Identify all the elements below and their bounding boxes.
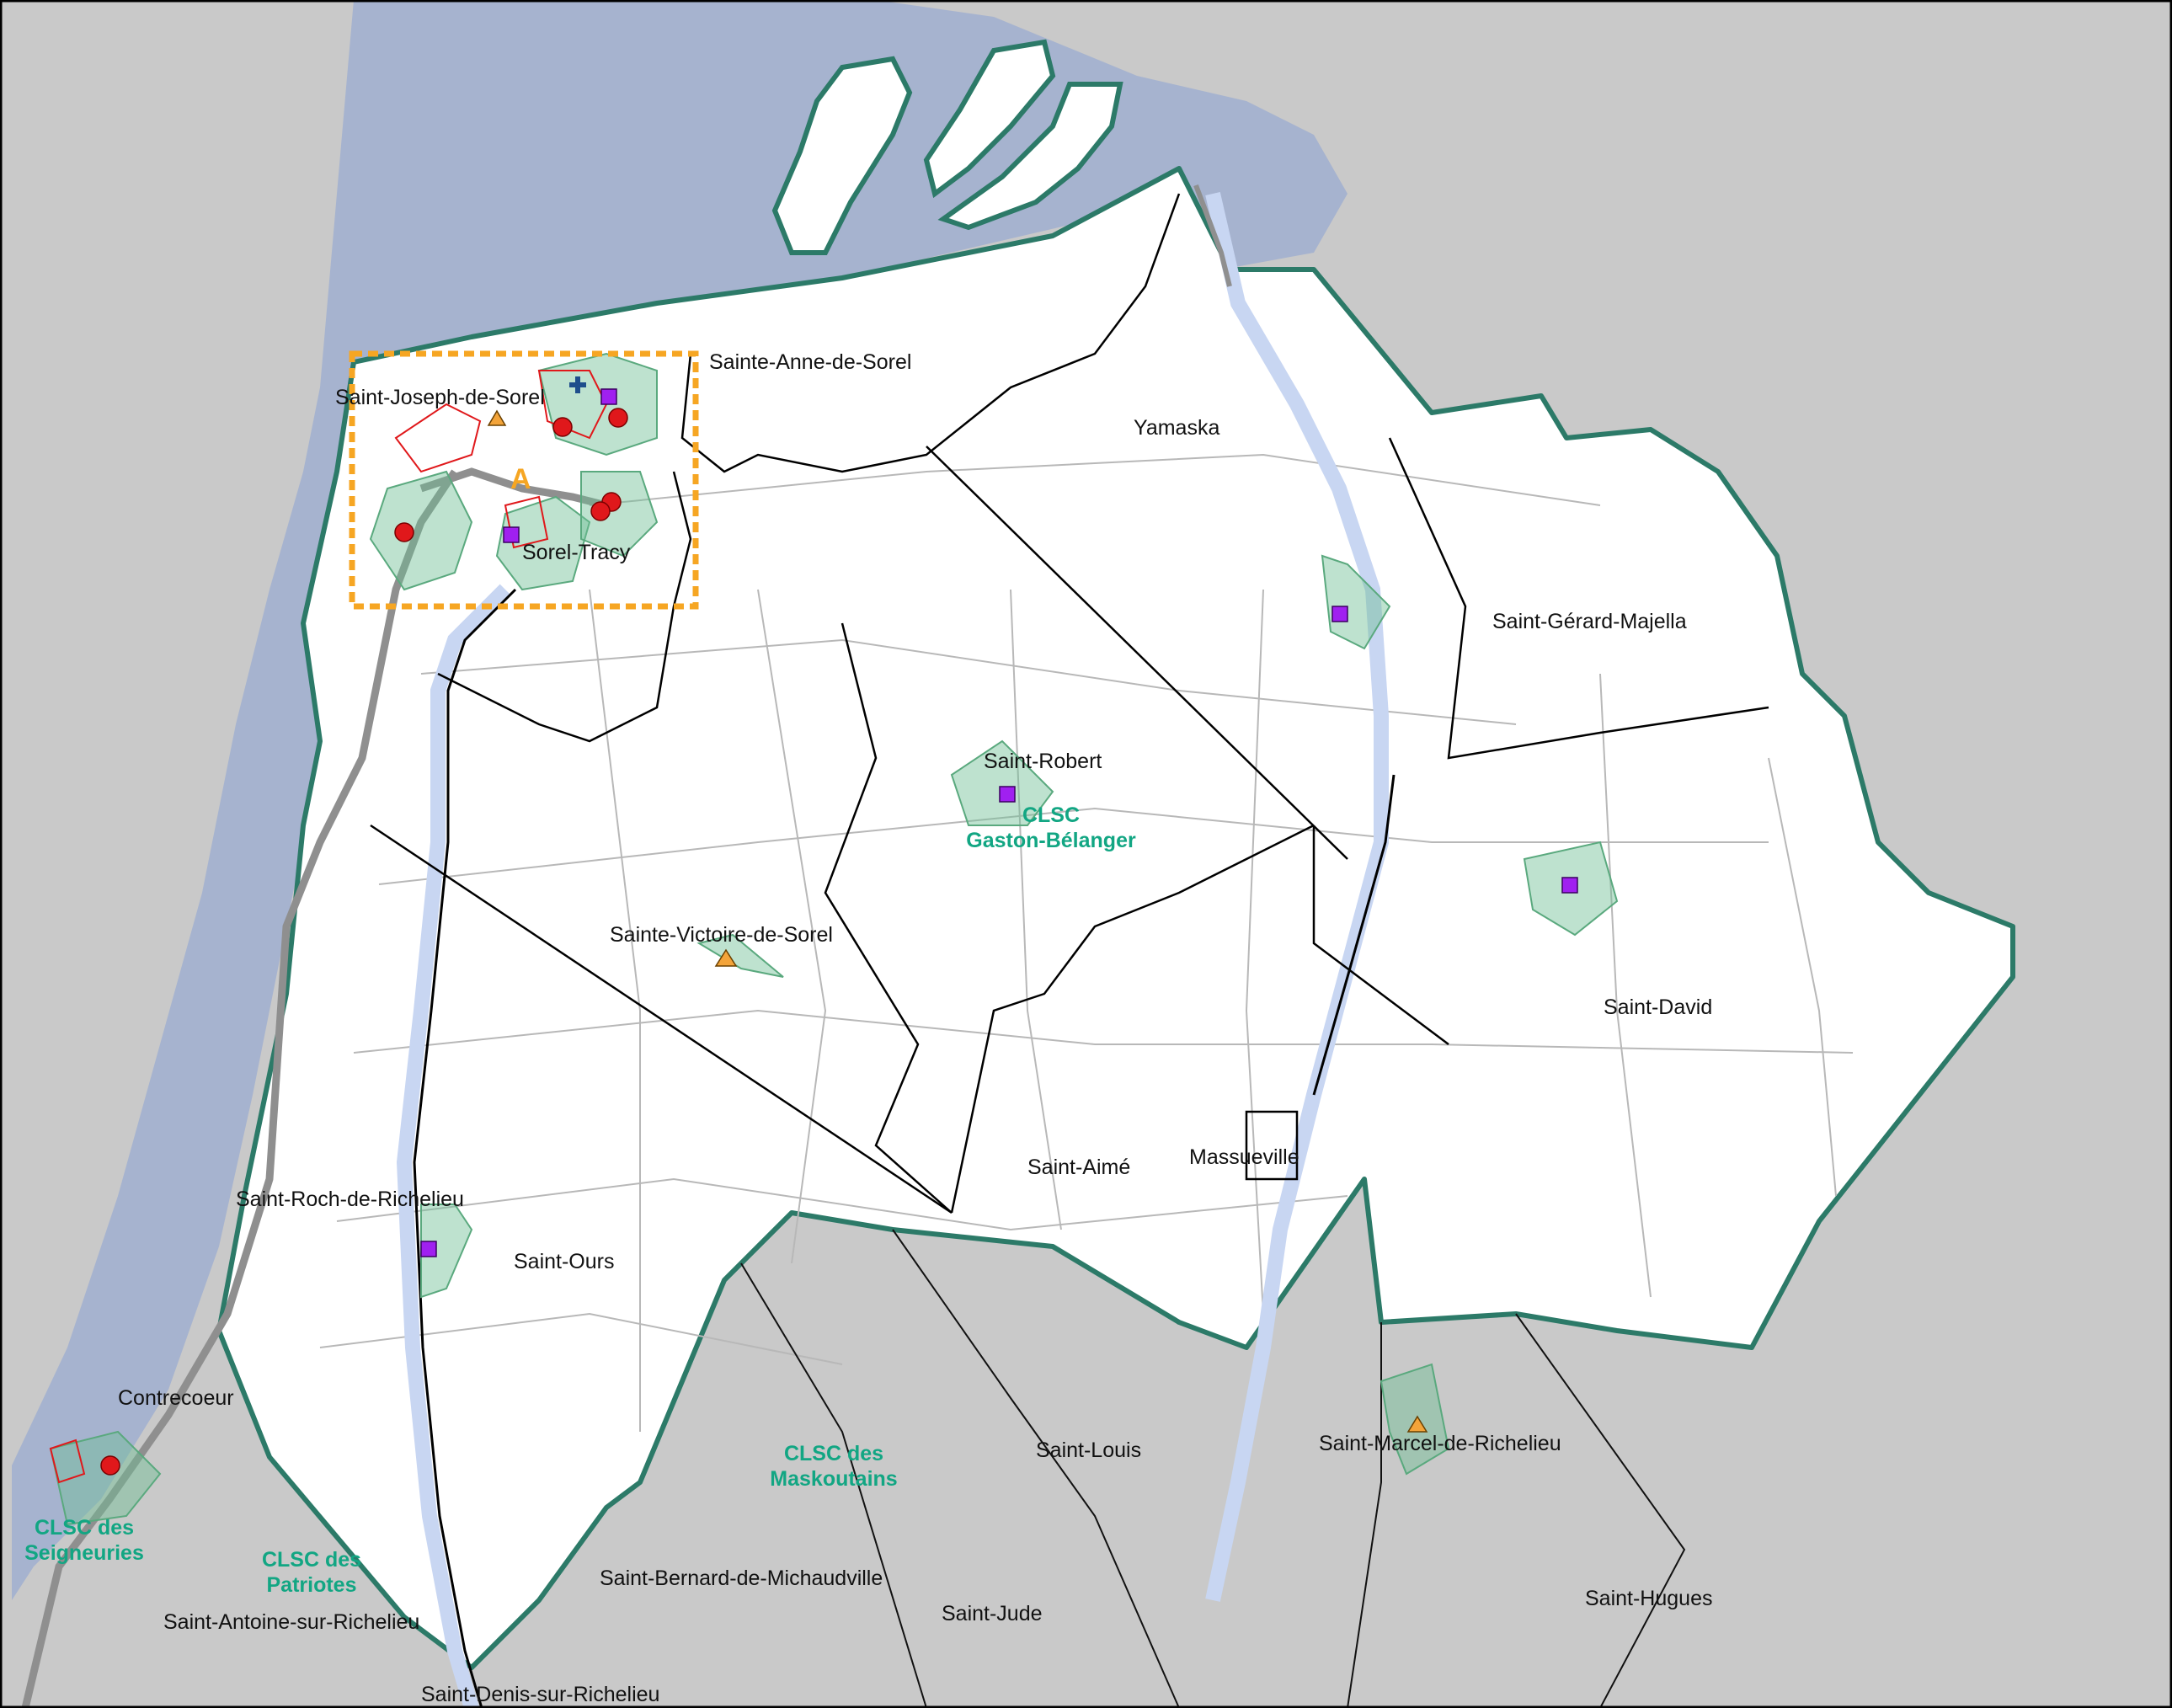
highway-north xyxy=(1193,184,1232,287)
inset-letter: A xyxy=(510,463,531,495)
label-saint-marcel-de-richelieu: Saint-Marcel-de-Richelieu xyxy=(1319,1432,1561,1455)
pharmacy-marker xyxy=(714,948,738,967)
label-saint-gerard-majella: Saint-Gérard-Majella xyxy=(1492,610,1687,633)
clsc-maskoutains-line1: CLSC des xyxy=(784,1442,883,1465)
clinic-marker xyxy=(503,526,520,543)
municipality-labels: Sainte-Anne-de-Sorel Saint-Joseph-de-Sor… xyxy=(118,350,1712,1706)
clsc-seigneuries-line1: CLSC des xyxy=(35,1516,134,1540)
hospital-markers xyxy=(100,408,628,1476)
label-sainte-anne-de-sorel: Sainte-Anne-de-Sorel xyxy=(709,350,911,374)
service-area-tracy-east xyxy=(580,471,659,558)
island-1 xyxy=(771,56,913,255)
island-3 xyxy=(937,82,1123,231)
label-saint-jude: Saint-Jude xyxy=(942,1602,1043,1625)
hospital-marker xyxy=(608,408,628,428)
service-area-sorel-tracy xyxy=(495,495,591,591)
label-saint-aime: Saint-Aimé xyxy=(1027,1156,1130,1179)
richelieu-river-outline xyxy=(413,588,517,1708)
label-yamaska: Yamaska xyxy=(1134,416,1219,440)
service-area-saint-robert xyxy=(950,739,1054,826)
label-saint-robert: Saint-Robert xyxy=(984,750,1102,773)
clinic-markers xyxy=(420,388,1578,1257)
service-area-saint-marcel xyxy=(1380,1363,1450,1476)
pharmacy-marker xyxy=(1406,1415,1428,1433)
clinic-marker xyxy=(420,1241,437,1257)
hospital-marker xyxy=(100,1455,120,1476)
yamaska-river-outline xyxy=(1312,774,1396,1096)
service-area-sorel-west xyxy=(369,470,473,591)
inset-box-a xyxy=(349,350,699,610)
label-saint-ours: Saint-Ours xyxy=(514,1250,614,1273)
clinic-marker xyxy=(600,388,617,405)
service-area-contrecoeur xyxy=(49,1430,162,1526)
label-saint-roch-de-richelieu: Saint-Roch-de-Richelieu xyxy=(236,1188,464,1211)
service-area-saint-ours xyxy=(420,1204,473,1299)
clsc-maskoutains-line2: Maskoutains xyxy=(770,1467,897,1491)
local-roads xyxy=(319,453,1854,1432)
clinic-marker xyxy=(1561,877,1578,894)
clsc-gaston-belanger-line2: Gaston-Bélanger xyxy=(966,829,1136,852)
label-contrecoeur: Contrecoeur xyxy=(118,1386,234,1410)
label-saint-joseph-de-sorel: Saint-Joseph-de-Sorel xyxy=(335,386,545,409)
clsc-gaston-belanger-line1: CLSC xyxy=(1022,803,1080,827)
clinic-marker xyxy=(1331,606,1348,622)
island-2 xyxy=(923,39,1056,199)
hospital-marker xyxy=(394,522,414,542)
municipal-borders xyxy=(370,193,1769,1214)
label-massueville: Massueville xyxy=(1189,1145,1299,1169)
clsc-patriotes-line2: Patriotes xyxy=(267,1573,357,1597)
yamaska-river xyxy=(1205,191,1389,1602)
label-saint-bernard-de-michaudville: Saint-Bernard-de-Michaudville xyxy=(600,1567,883,1590)
label-sorel-tracy: Sorel-Tracy xyxy=(522,541,631,564)
neighbour-borders xyxy=(740,1229,1686,1708)
hospital-marker xyxy=(552,417,573,437)
label-sainte-victoire-de-sorel: Sainte-Victoire-de-Sorel xyxy=(610,923,833,947)
richelieu-river xyxy=(396,584,511,1708)
label-saint-david: Saint-David xyxy=(1604,995,1712,1019)
clsc-patriotes-line1: CLSC des xyxy=(262,1548,361,1572)
hospital-marker xyxy=(590,501,611,521)
label-saint-louis: Saint-Louis xyxy=(1036,1438,1141,1462)
label-saint-antoine-sur-richelieu: Saint-Antoine-sur-Richelieu xyxy=(163,1610,419,1634)
highway-spur xyxy=(419,467,608,510)
service-area-yamaska xyxy=(1321,554,1391,650)
label-saint-denis-sur-richelieu: Saint-Denis-sur-Richelieu xyxy=(421,1683,659,1706)
pharmacy-marker xyxy=(487,409,507,426)
clsc-labels: CLSC Gaston-Bélanger CLSC des Maskoutain… xyxy=(24,803,1136,1597)
clinic-marker xyxy=(999,786,1016,803)
pharmacy-markers xyxy=(487,409,1428,1433)
clsc-seigneuries-line2: Seigneuries xyxy=(24,1541,144,1565)
label-saint-hugues: Saint-Hugues xyxy=(1585,1587,1712,1610)
cross-marker xyxy=(569,376,586,393)
